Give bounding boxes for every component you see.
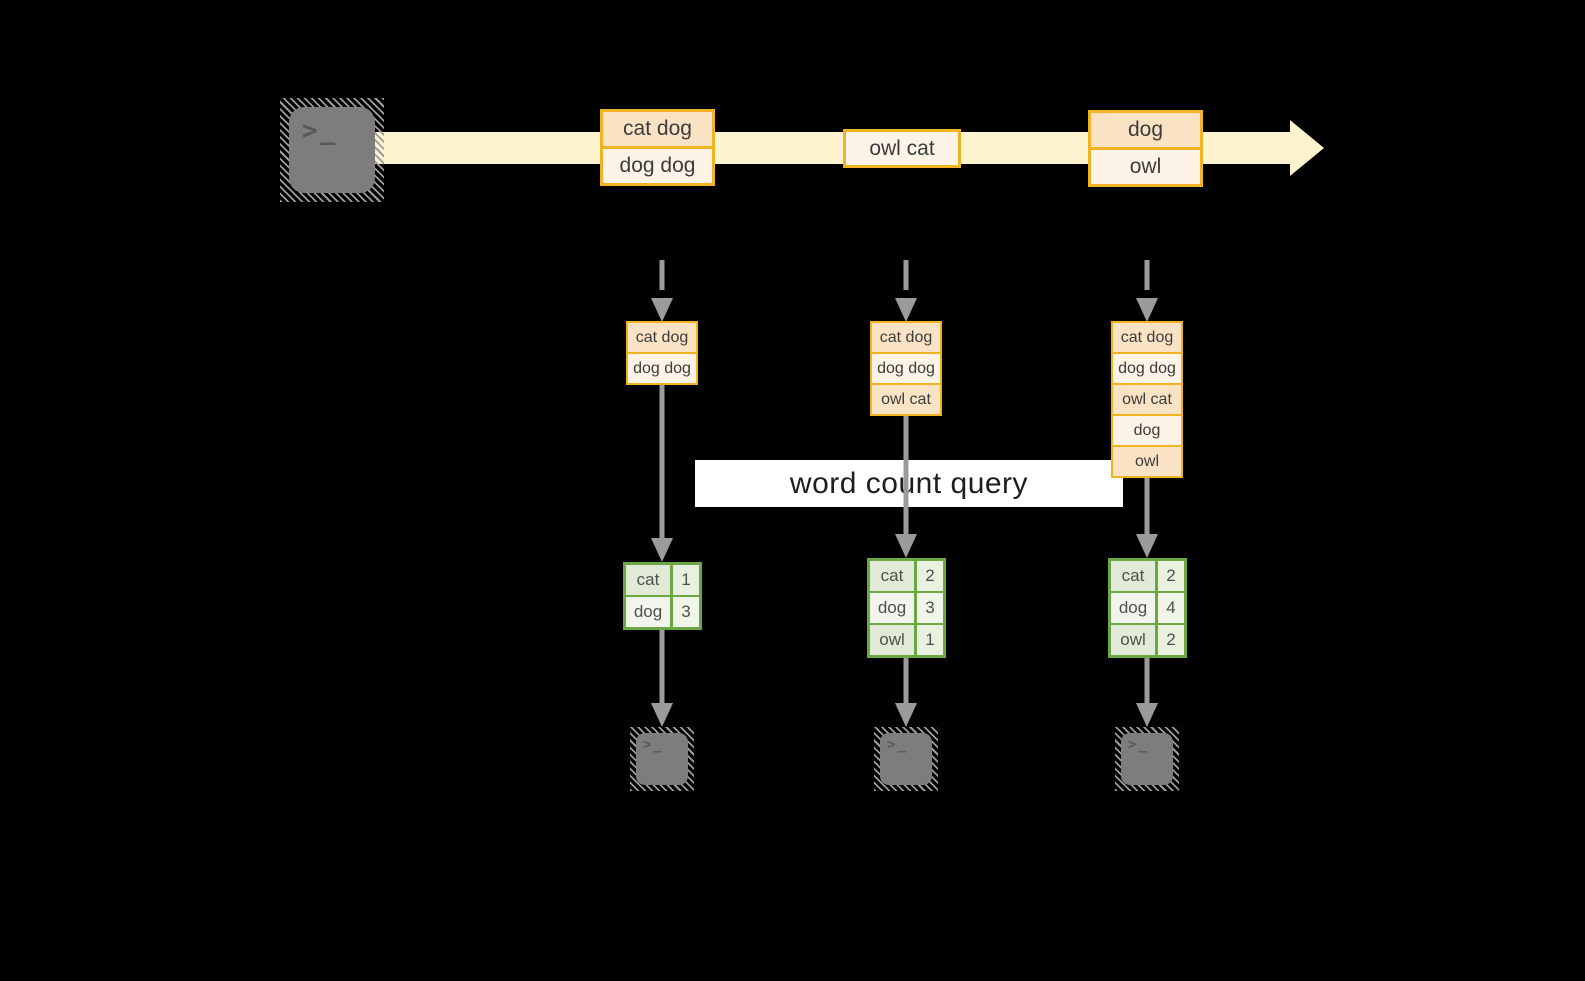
output-arrow-3 bbox=[1136, 658, 1158, 727]
count-word: owl bbox=[870, 625, 917, 655]
sink-terminal-icon-1: >_ bbox=[630, 727, 694, 791]
buffer-row: dog dog bbox=[628, 352, 696, 383]
output-arrow-2 bbox=[895, 658, 917, 727]
event-line: owl cat bbox=[846, 132, 958, 165]
stream-event-box-2: owl cat bbox=[843, 129, 961, 168]
output-arrow-1 bbox=[651, 630, 673, 727]
count-value: 1 bbox=[673, 565, 699, 595]
ingest-arrow-3 bbox=[1136, 260, 1158, 322]
terminal-prompt-glyph: >_ bbox=[1128, 737, 1149, 753]
terminal-prompt-glyph: >_ bbox=[643, 737, 664, 753]
count-arrow-3 bbox=[1136, 478, 1158, 558]
buffer-stack-2: cat dog dog dog owl cat bbox=[870, 321, 942, 416]
count-table-2: cat 2 dog 3 owl 1 bbox=[867, 558, 946, 658]
count-row: owl 1 bbox=[870, 623, 943, 655]
count-value: 4 bbox=[1158, 593, 1184, 623]
source-terminal-icon: >_ bbox=[280, 98, 384, 202]
count-arrow-1 bbox=[651, 385, 673, 562]
count-value: 3 bbox=[673, 597, 699, 627]
count-value: 2 bbox=[917, 561, 943, 591]
count-word: dog bbox=[626, 597, 673, 627]
count-row: dog 3 bbox=[626, 595, 699, 627]
buffer-row: dog dog bbox=[1113, 352, 1181, 383]
ingest-arrow-2 bbox=[895, 260, 917, 322]
buffer-row: dog dog bbox=[872, 352, 940, 383]
query-label-band: word count query bbox=[695, 460, 1123, 507]
buffer-row: cat dog bbox=[872, 323, 940, 352]
count-table-3: cat 2 dog 4 owl 2 bbox=[1108, 558, 1187, 658]
buffer-stack-3: cat dog dog dog owl cat dog owl bbox=[1111, 321, 1183, 478]
terminal-screen: >_ bbox=[289, 107, 375, 193]
stream-arrowhead-icon bbox=[1290, 120, 1324, 176]
count-word: owl bbox=[1111, 625, 1158, 655]
terminal-prompt-glyph: >_ bbox=[887, 737, 908, 753]
count-word: cat bbox=[870, 561, 917, 591]
event-line: cat dog bbox=[603, 112, 712, 146]
count-word: dog bbox=[1111, 593, 1158, 623]
buffer-row: cat dog bbox=[1113, 323, 1181, 352]
terminal-screen: >_ bbox=[1121, 733, 1173, 785]
count-value: 2 bbox=[1158, 561, 1184, 591]
sink-terminal-icon-2: >_ bbox=[874, 727, 938, 791]
count-row: cat 2 bbox=[870, 561, 943, 591]
count-row: cat 2 bbox=[1111, 561, 1184, 591]
count-value: 1 bbox=[917, 625, 943, 655]
query-label: word count query bbox=[789, 466, 1029, 500]
buffer-row: cat dog bbox=[628, 323, 696, 352]
count-row: owl 2 bbox=[1111, 623, 1184, 655]
buffer-row: owl bbox=[1113, 445, 1181, 476]
ingest-arrow-1 bbox=[651, 260, 673, 322]
count-row: cat 1 bbox=[626, 565, 699, 595]
count-value: 2 bbox=[1158, 625, 1184, 655]
buffer-row: dog bbox=[1113, 414, 1181, 445]
count-word: cat bbox=[1111, 561, 1158, 591]
buffer-row: owl cat bbox=[1113, 383, 1181, 414]
sink-terminal-icon-3: >_ bbox=[1115, 727, 1179, 791]
count-table-1: cat 1 dog 3 bbox=[623, 562, 702, 630]
count-word: dog bbox=[870, 593, 917, 623]
terminal-screen: >_ bbox=[880, 733, 932, 785]
count-row: dog 3 bbox=[870, 591, 943, 623]
count-row: dog 4 bbox=[1111, 591, 1184, 623]
terminal-screen: >_ bbox=[636, 733, 688, 785]
event-line: owl bbox=[1091, 147, 1200, 184]
terminal-prompt-glyph: >_ bbox=[302, 116, 338, 146]
stream-event-box-3: dog owl bbox=[1088, 110, 1203, 187]
event-line: dog bbox=[1091, 113, 1200, 147]
count-word: cat bbox=[626, 565, 673, 595]
event-line: dog dog bbox=[603, 146, 712, 183]
buffer-stack-1: cat dog dog dog bbox=[626, 321, 698, 385]
stream-event-box-1: cat dog dog dog bbox=[600, 109, 715, 186]
count-value: 3 bbox=[917, 593, 943, 623]
buffer-row: owl cat bbox=[872, 383, 940, 414]
